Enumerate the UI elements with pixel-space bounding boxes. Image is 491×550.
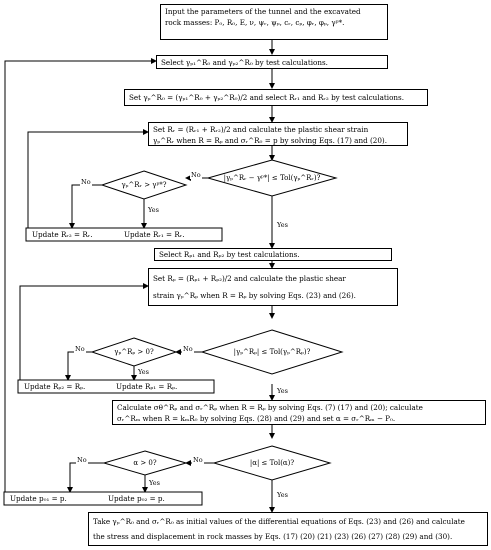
label-no-d6: No <box>76 456 88 464</box>
select-rp-text: Select Rₚ₁ and Rₚ₂ by test calculations. <box>159 250 300 259</box>
input-parameters-box: Input the parameters of the tunnel and t… <box>160 4 388 40</box>
label-yes-d5: Yes <box>276 491 289 499</box>
label-no-d3: No <box>182 345 194 353</box>
set-rp-line-1: Set Rₚ = (Rₚ₁ + Rₚ₂)/2 and calculate the… <box>153 274 346 283</box>
label-no-d2: No <box>80 178 92 186</box>
set-gamma-box: Set γₚ^R₀ = (γₚ₁^R₀ + γₚ₂^R₀)/2 and sele… <box>124 89 428 106</box>
update-box-2 <box>17 379 215 394</box>
decision-d5-shape <box>212 445 332 481</box>
decision-d6-text: α > 0? <box>133 459 157 467</box>
loop-u1-b4 <box>27 129 149 228</box>
arrow-d4-u2a-no <box>65 351 92 381</box>
set-rr-line-2: γₚ^Rᵣ when R = Rₚ and σᵣ^R₀ = p by solvi… <box>153 136 388 145</box>
set-rp-line-2: strain γₚ^Rₚ when R = Rₚ by solving Eqs.… <box>153 291 356 300</box>
decision-d5-text: |α| ≤ Tol(α)? <box>249 459 295 467</box>
input-parameters-line-2: rock masses: P₀, R₀, E, ν, ψᵣ, ψₚ, cᵣ, c… <box>165 18 345 27</box>
calculate-sigma-box: Calculate σθ^Rₚ and σᵣ^Rₚ when R = Rₚ by… <box>112 400 486 425</box>
decision-d3-text: |γₚ^Rₚ| ≤ Tol(γₚ^Rₚ)? <box>233 348 311 356</box>
decision-d2-text: γₚ^Rᵣ > γᵖ*? <box>121 181 167 189</box>
update-p02-text: Update p₀₂ = p. <box>108 494 165 503</box>
loop-u2-b6 <box>19 283 149 388</box>
update-rr1-text: Update Rᵣ₁ = Rᵣ. <box>124 230 185 239</box>
select-gamma-box: Select γₚ₁^R₀ and γₚ₂^R₀ by test calcula… <box>156 55 388 69</box>
loop-u3-b2 <box>4 58 157 500</box>
decision-d1-text: |γₚ^Rᵣ − γᵖ*| ≤ Tol(γₚ^Rᵣ)? <box>223 174 321 182</box>
label-no-d5: No <box>192 456 204 464</box>
label-no-d1: No <box>190 171 202 179</box>
update-rp1-text: Update Rₚ₁ = Rₚ. <box>116 382 178 391</box>
decision-d1-shape <box>206 159 338 197</box>
label-yes-d2: Yes <box>147 206 160 214</box>
update-p01-text: Update p₀₁ = p. <box>10 494 67 503</box>
select-gamma-text: Select γₚ₁^R₀ and γₚ₂^R₀ by test calcula… <box>161 58 328 67</box>
arrow-d6-u3a-no <box>67 462 104 493</box>
label-yes-d6: Yes <box>148 479 161 487</box>
update-rr2-text: Update Rᵣ₂ = Rᵣ. <box>32 230 93 239</box>
set-gamma-text: Set γₚ^R₀ = (γₚ₁^R₀ + γₚ₂^R₀)/2 and sele… <box>129 93 404 102</box>
label-yes-d4: Yes <box>137 368 150 376</box>
label-yes-d3: Yes <box>276 387 289 395</box>
input-parameters-line-1: Input the parameters of the tunnel and t… <box>165 7 361 16</box>
update-box-1 <box>25 227 223 242</box>
update-box-3 <box>3 491 203 506</box>
calculate-sigma-line-2: σᵣ^Rₘ when R = kₘR₀ by solving Eqs. (28)… <box>117 414 396 423</box>
calculate-sigma-line-1: Calculate σθ^Rₚ and σᵣ^Rₚ when R = Rₚ by… <box>117 403 423 412</box>
final-calculation-box: Take γₚ^R₀ and σᵣ^R₀ as initial values o… <box>88 512 488 546</box>
select-rp-box: Select Rₚ₁ and Rₚ₂ by test calculations. <box>154 248 392 261</box>
set-rp-box: Set Rₚ = (Rₚ₁ + Rₚ₂)/2 and calculate the… <box>148 268 398 306</box>
update-rp2-text: Update Rₚ₂ = Rₚ. <box>24 382 86 391</box>
decision-d3-shape <box>200 329 344 375</box>
final-calculation-line-1: Take γₚ^R₀ and σᵣ^R₀ as initial values o… <box>93 517 465 526</box>
set-rr-line-1: Set Rᵣ = (Rᵣ₁ + Rᵣ₂)/2 and calculate the… <box>153 125 369 134</box>
label-no-d4: No <box>74 345 86 353</box>
decision-d4-text: γₚ^Rₚ > 0? <box>114 348 154 356</box>
set-rr-box: Set Rᵣ = (Rᵣ₁ + Rᵣ₂)/2 and calculate the… <box>148 122 408 146</box>
arrow-d2-u1a-no <box>69 184 102 229</box>
label-yes-d1: Yes <box>276 221 289 229</box>
final-calculation-line-2: the stress and displacement in rock mass… <box>93 532 453 541</box>
